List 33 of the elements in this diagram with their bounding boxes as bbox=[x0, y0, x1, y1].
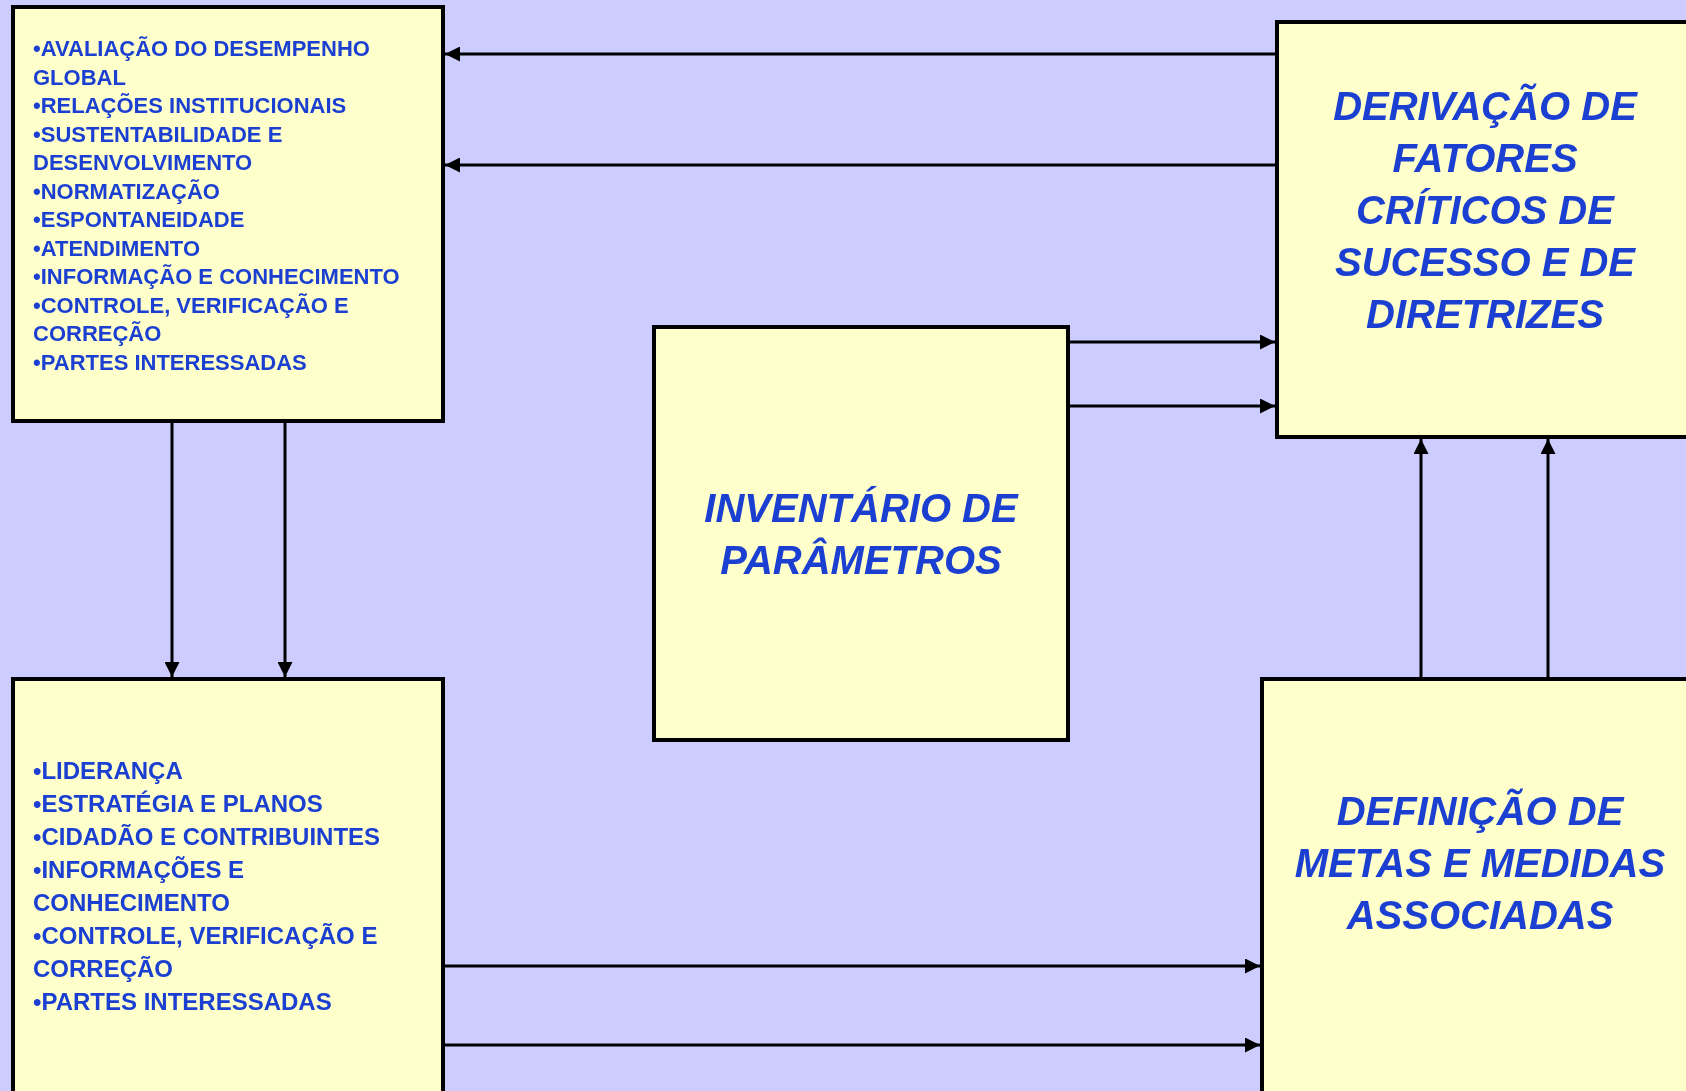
list-item: •PARTES INTERESSADAS bbox=[33, 348, 308, 377]
process-box bbox=[1260, 677, 1686, 1091]
box-title: DERIVAÇÃO DE FATORES CRÍTICOS DE SUCESSO E DE DIRETRIZES bbox=[1332, 82, 1639, 338]
arrow bbox=[1540, 439, 1556, 677]
arrow bbox=[1070, 334, 1275, 350]
list-item: •RELAÇÕES INSTITUCIONAIS bbox=[33, 92, 348, 120]
process-box bbox=[652, 325, 1070, 742]
process-box bbox=[11, 5, 445, 423]
list-item: •CONTROLE, VERIFICAÇÃO E CORREÇÃO bbox=[33, 291, 350, 348]
list-item: •ESPONTANEIDADE bbox=[33, 206, 246, 234]
list-item: •AVALIAÇÃO DO DESEMPENHO GLOBAL bbox=[33, 35, 371, 92]
list-item: •ESTRATÉGIA E PLANOS bbox=[33, 789, 324, 819]
list-item: •INFORMAÇÃO E CONHECIMENTO bbox=[33, 263, 401, 291]
arrow bbox=[445, 46, 1275, 62]
arrow bbox=[164, 423, 180, 677]
list-item: •INFORMAÇÕES E CONHECIMENTO bbox=[33, 855, 246, 918]
process-box bbox=[1275, 20, 1686, 439]
list-item: •PARTES INTERESSADAS bbox=[33, 987, 333, 1017]
box-title: DEFINIÇÃO DE METAS E MEDIDAS ASSOCIADAS bbox=[1293, 787, 1667, 939]
arrow bbox=[445, 1037, 1260, 1053]
list-item: •ATENDIMENTO bbox=[33, 234, 201, 263]
arrow bbox=[1070, 398, 1275, 414]
arrow bbox=[445, 958, 1260, 974]
list-item: •NORMATIZAÇÃO bbox=[33, 177, 221, 206]
list-item: •CIDADÃO E CONTRIBUINTES bbox=[33, 822, 382, 852]
process-box bbox=[11, 677, 445, 1091]
arrow bbox=[445, 157, 1275, 173]
arrow bbox=[1413, 439, 1429, 677]
list-item: •CONTROLE, VERIFICAÇÃO E CORREÇÃO bbox=[33, 921, 379, 984]
list-item: •LIDERANÇA bbox=[33, 756, 184, 786]
list-item: •SUSTENTABILIDADE E DESENVOLVIMENTO bbox=[33, 120, 284, 177]
box-title: INVENTÁRIO DE PARÂMETROS bbox=[703, 484, 1020, 584]
arrow bbox=[277, 423, 293, 677]
